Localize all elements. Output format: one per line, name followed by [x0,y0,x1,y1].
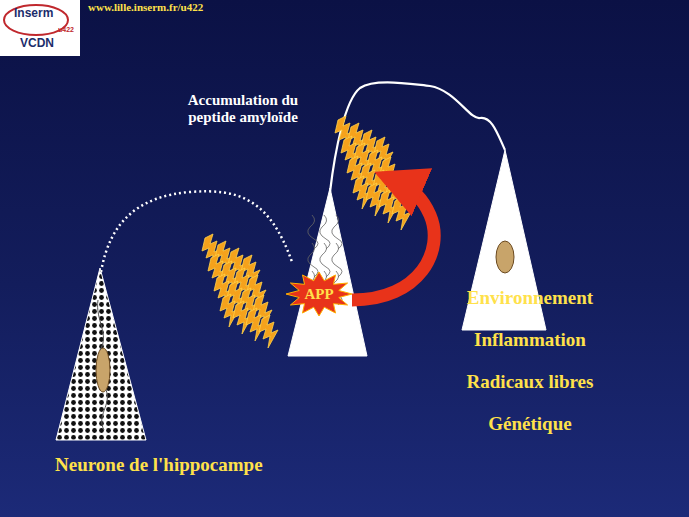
red-arrow [352,182,434,300]
app-starburst: APP [286,272,352,316]
axon [330,82,505,192]
factor-label: Génétique [488,413,571,435]
logo-box: Inserm u422VCDN [0,0,80,56]
lightning-bolts [202,116,411,348]
starburst-outline [286,272,352,316]
annotation: Accumulation du peptide amyloïde [168,92,318,127]
logo-text: Inserm [14,6,53,20]
nucleus [96,348,110,392]
tangle [98,300,108,430]
lightning-bolt [392,197,411,230]
factor-label: Environnement [467,287,593,309]
logo-text: VCDN [20,36,54,50]
factor-label: Inflammation [474,329,586,351]
dotted-axon [101,191,292,272]
factor-label: Radicaux libres [467,371,594,393]
logo-text: u422 [58,26,74,33]
url-text: www.lille.inserm.fr/u422 [88,1,203,14]
nucleus [496,241,514,273]
caption-label: Neurone de l'hippocampe [55,454,263,476]
neuron [288,188,367,356]
lightning-bolt [259,315,278,348]
app-label: APP [304,286,333,303]
hippocampal-neuron [56,268,146,440]
